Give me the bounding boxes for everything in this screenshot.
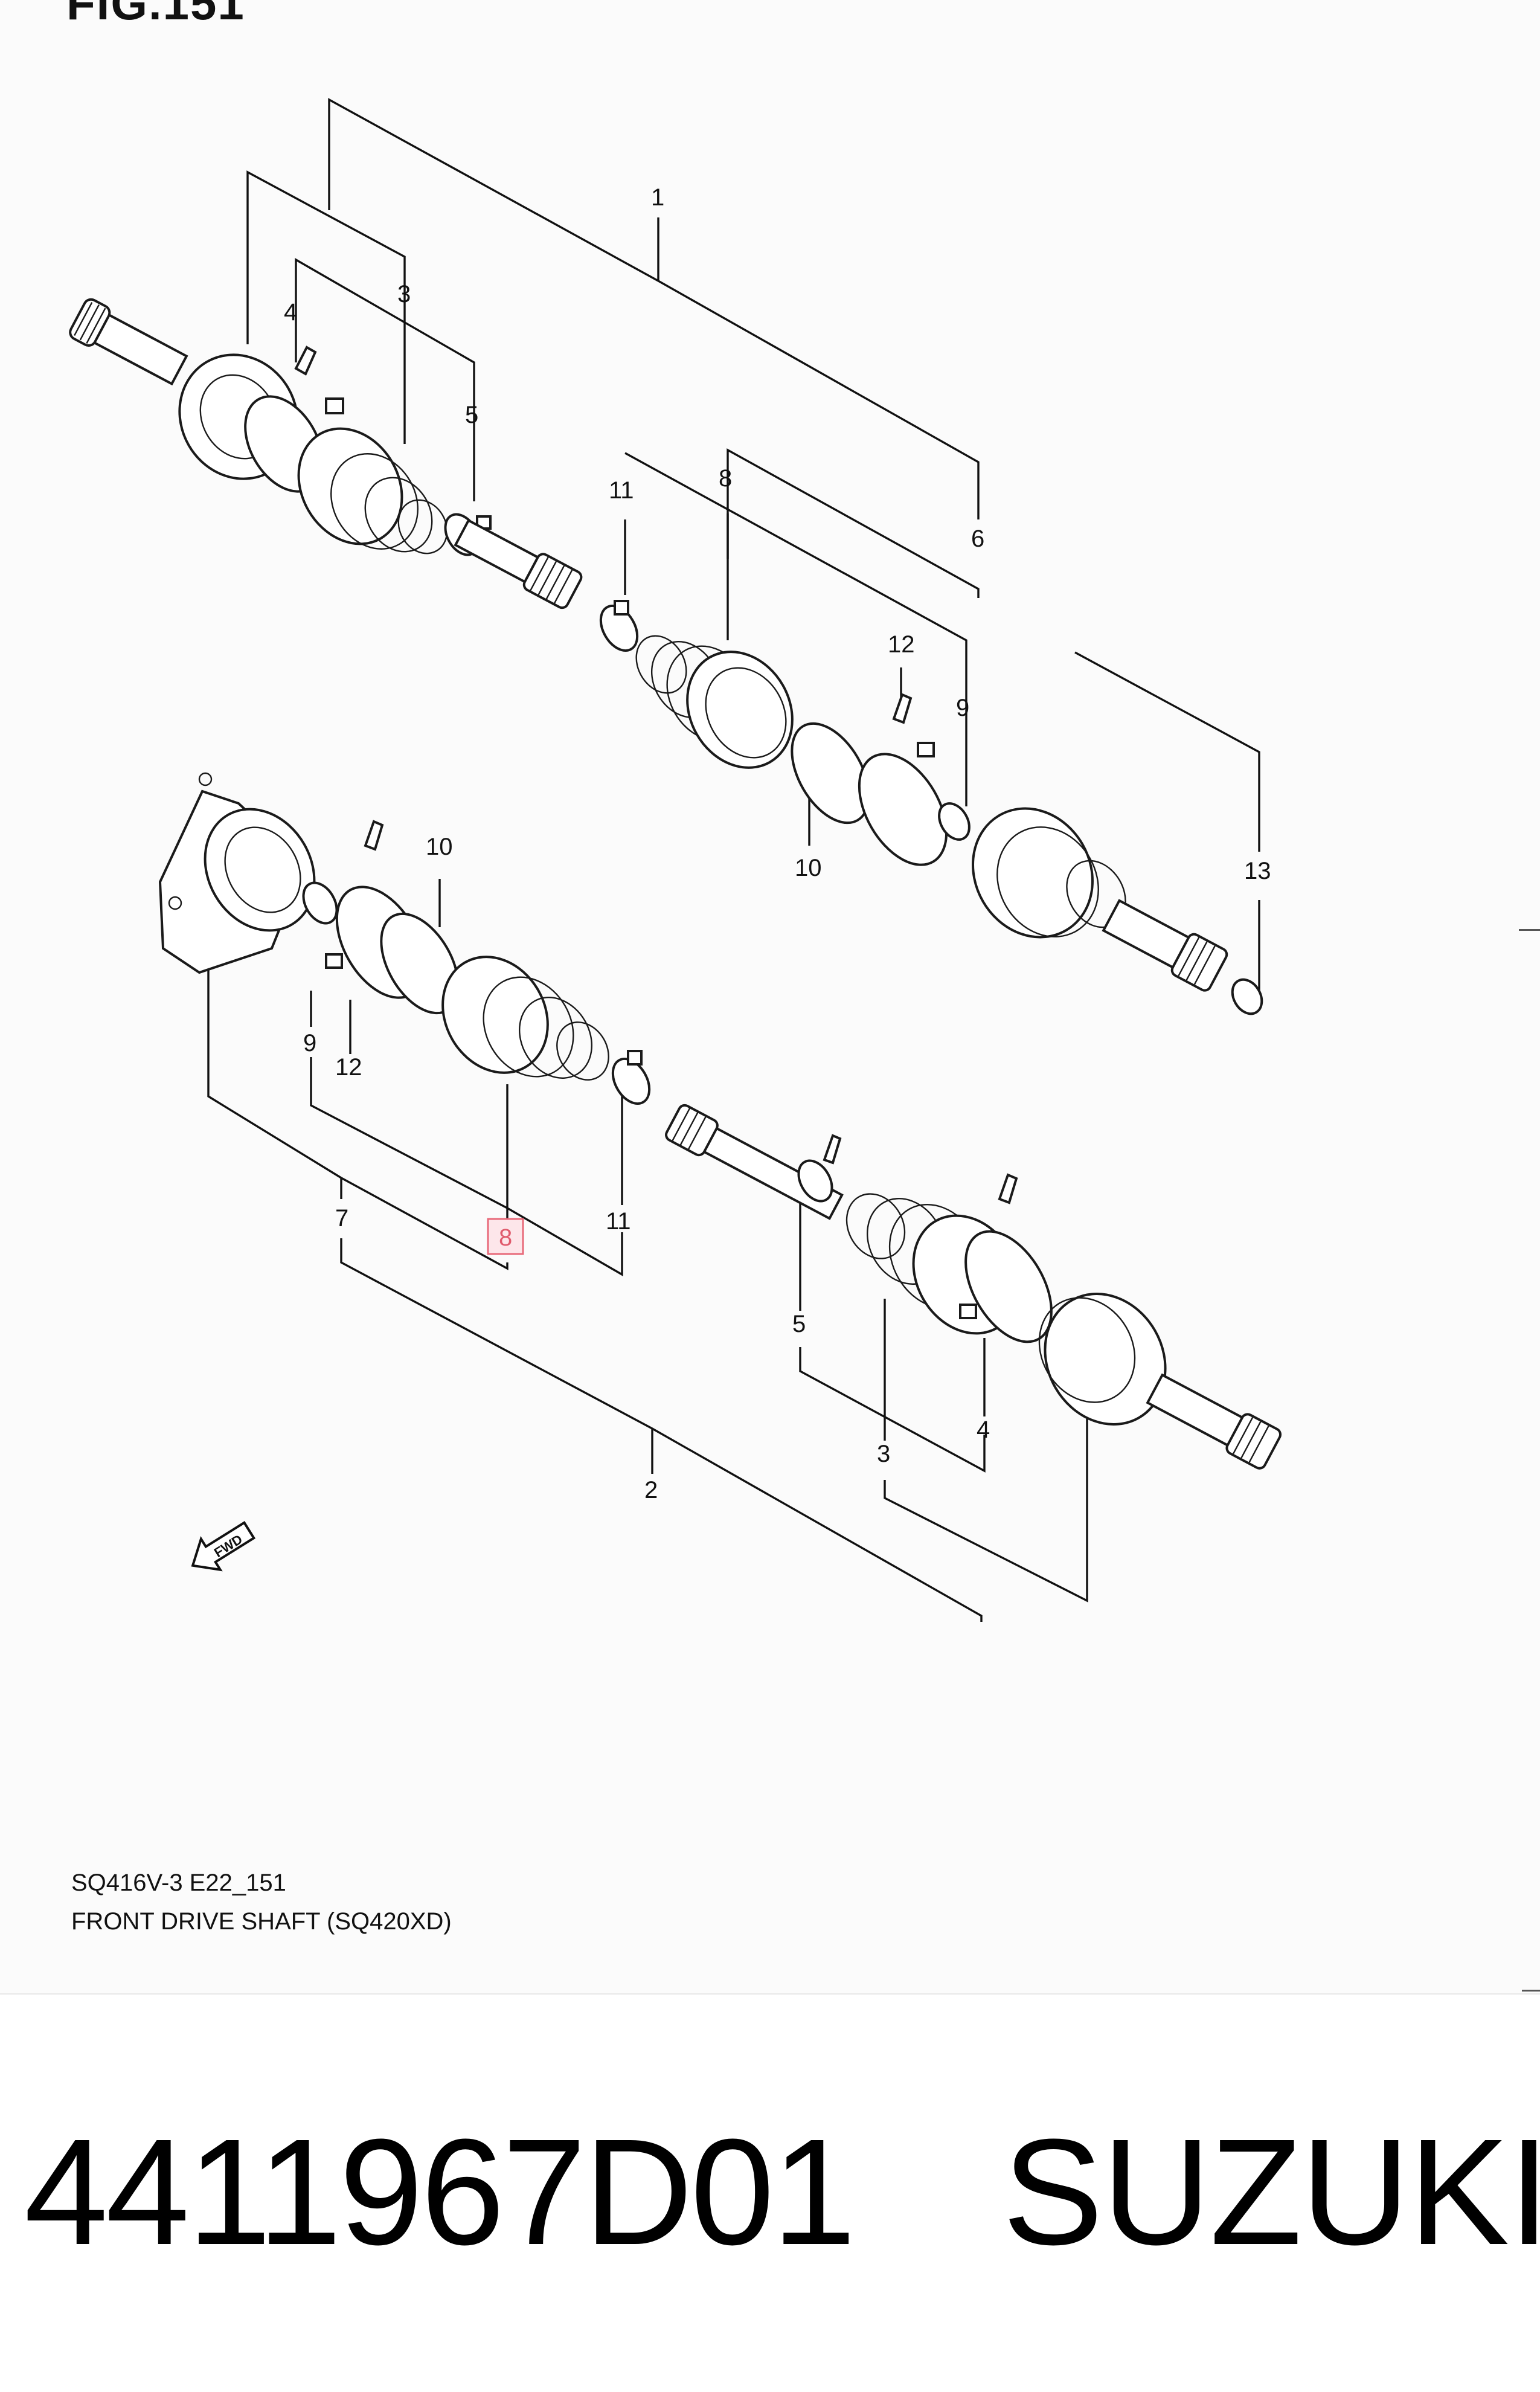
diagram-description: FRONT DRIVE SHAFT (SQ420XD): [71, 1908, 452, 1935]
part-number: 4411967D01: [24, 2107, 856, 2276]
callout-9-lower: 9: [303, 1030, 316, 1056]
diagram-sheet: FIG.151: [0, 0, 1540, 1995]
callout-3-upper: 3: [397, 281, 411, 307]
callout-1: 1: [651, 184, 664, 211]
diagram-caption: SQ416V-3 E22_151 FRONT DRIVE SHAFT (SQ42…: [71, 1863, 452, 1941]
callout-8-upper: 8: [719, 465, 732, 492]
callouts: 1 3 4 5 6 8 9 11 12 13 10 10 9 12 7 8 11…: [284, 184, 1271, 1503]
callout-9-upper: 9: [956, 695, 969, 721]
brand-name: SUZUKI: [1003, 2107, 1540, 2276]
callout-3-lower: 3: [877, 1441, 890, 1467]
callout-11-lower: 11: [606, 1208, 631, 1235]
callout-12-upper: 12: [888, 631, 915, 658]
callout-10-lower: 10: [426, 834, 453, 860]
callout-10-upper: 10: [795, 855, 822, 881]
callout-8-highlight-box: [487, 1218, 524, 1255]
edge-tick-right: [1519, 929, 1540, 931]
callout-7: 7: [335, 1205, 348, 1232]
upper-shaft-assembly: [69, 298, 1263, 1015]
fwd-arrow-icon: FWD: [191, 1521, 256, 1572]
callout-11-upper: 11: [609, 477, 634, 504]
callout-12-lower: 12: [335, 1054, 362, 1081]
callout-4-lower: 4: [977, 1416, 990, 1443]
callout-5-lower: 5: [792, 1311, 806, 1337]
leader-lines: [207, 98, 1260, 1622]
callout-6: 6: [971, 526, 984, 552]
figure-title: FIG.151: [66, 0, 245, 30]
callout-5-upper: 5: [465, 402, 478, 428]
edge-tick-bottom: [1522, 1990, 1540, 1992]
callout-2: 2: [644, 1477, 658, 1503]
lower-shaft-assembly: [158, 772, 1282, 1470]
callout-13: 13: [1244, 858, 1271, 884]
model-code: SQ416V-3 E22_151: [71, 1870, 286, 1896]
callout-8-lower: 8: [499, 1224, 512, 1251]
callout-4-upper: 4: [284, 299, 297, 326]
drive-shaft-diagram: 1 3 4 5 6 8 9 11 12 13 10 10 9 12 7 8 11…: [69, 98, 1282, 1622]
